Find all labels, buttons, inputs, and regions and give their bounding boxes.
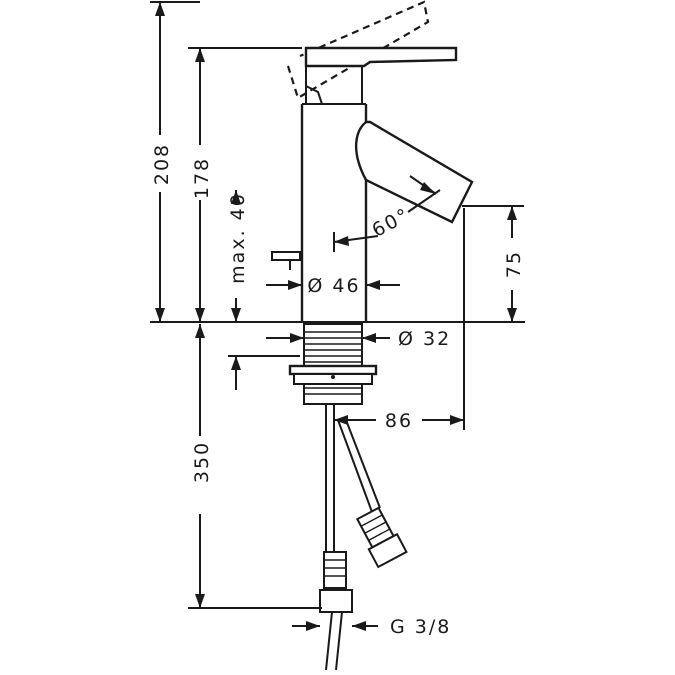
dim-thread-diameter-label: Ø 32	[398, 328, 451, 350]
dim-hose-length-label: 350	[191, 441, 213, 483]
lever-handle	[304, 46, 458, 105]
dim-connection-label: G 3/8	[390, 616, 451, 638]
dim-hose-length	[188, 324, 322, 609]
dim-total-height-label: 208	[151, 143, 173, 185]
dim-total-height	[150, 1, 200, 322]
dim-lever-angle	[333, 175, 441, 252]
dim-max-thickness-label: max. 40	[227, 192, 249, 284]
dim-max-thickness	[228, 190, 300, 390]
dim-lever-angle-label: 60°	[368, 204, 413, 242]
dim-projection	[334, 208, 465, 430]
spout	[354, 120, 474, 224]
dim-spout-height	[462, 205, 524, 322]
popup-rod	[271, 251, 301, 270]
dim-projection-label: 86	[385, 410, 413, 432]
dim-body-height	[188, 47, 302, 322]
dim-spout-height-label: 75	[503, 250, 525, 278]
dim-body-height-label: 178	[191, 157, 213, 199]
threaded-shank	[288, 323, 378, 405]
dim-body-diameter-label: Ø 46	[307, 275, 360, 297]
dim-thread-diameter	[266, 333, 390, 343]
dim-body-diameter	[266, 280, 400, 290]
supply-hoses	[319, 404, 408, 671]
dim-connection	[292, 621, 378, 631]
